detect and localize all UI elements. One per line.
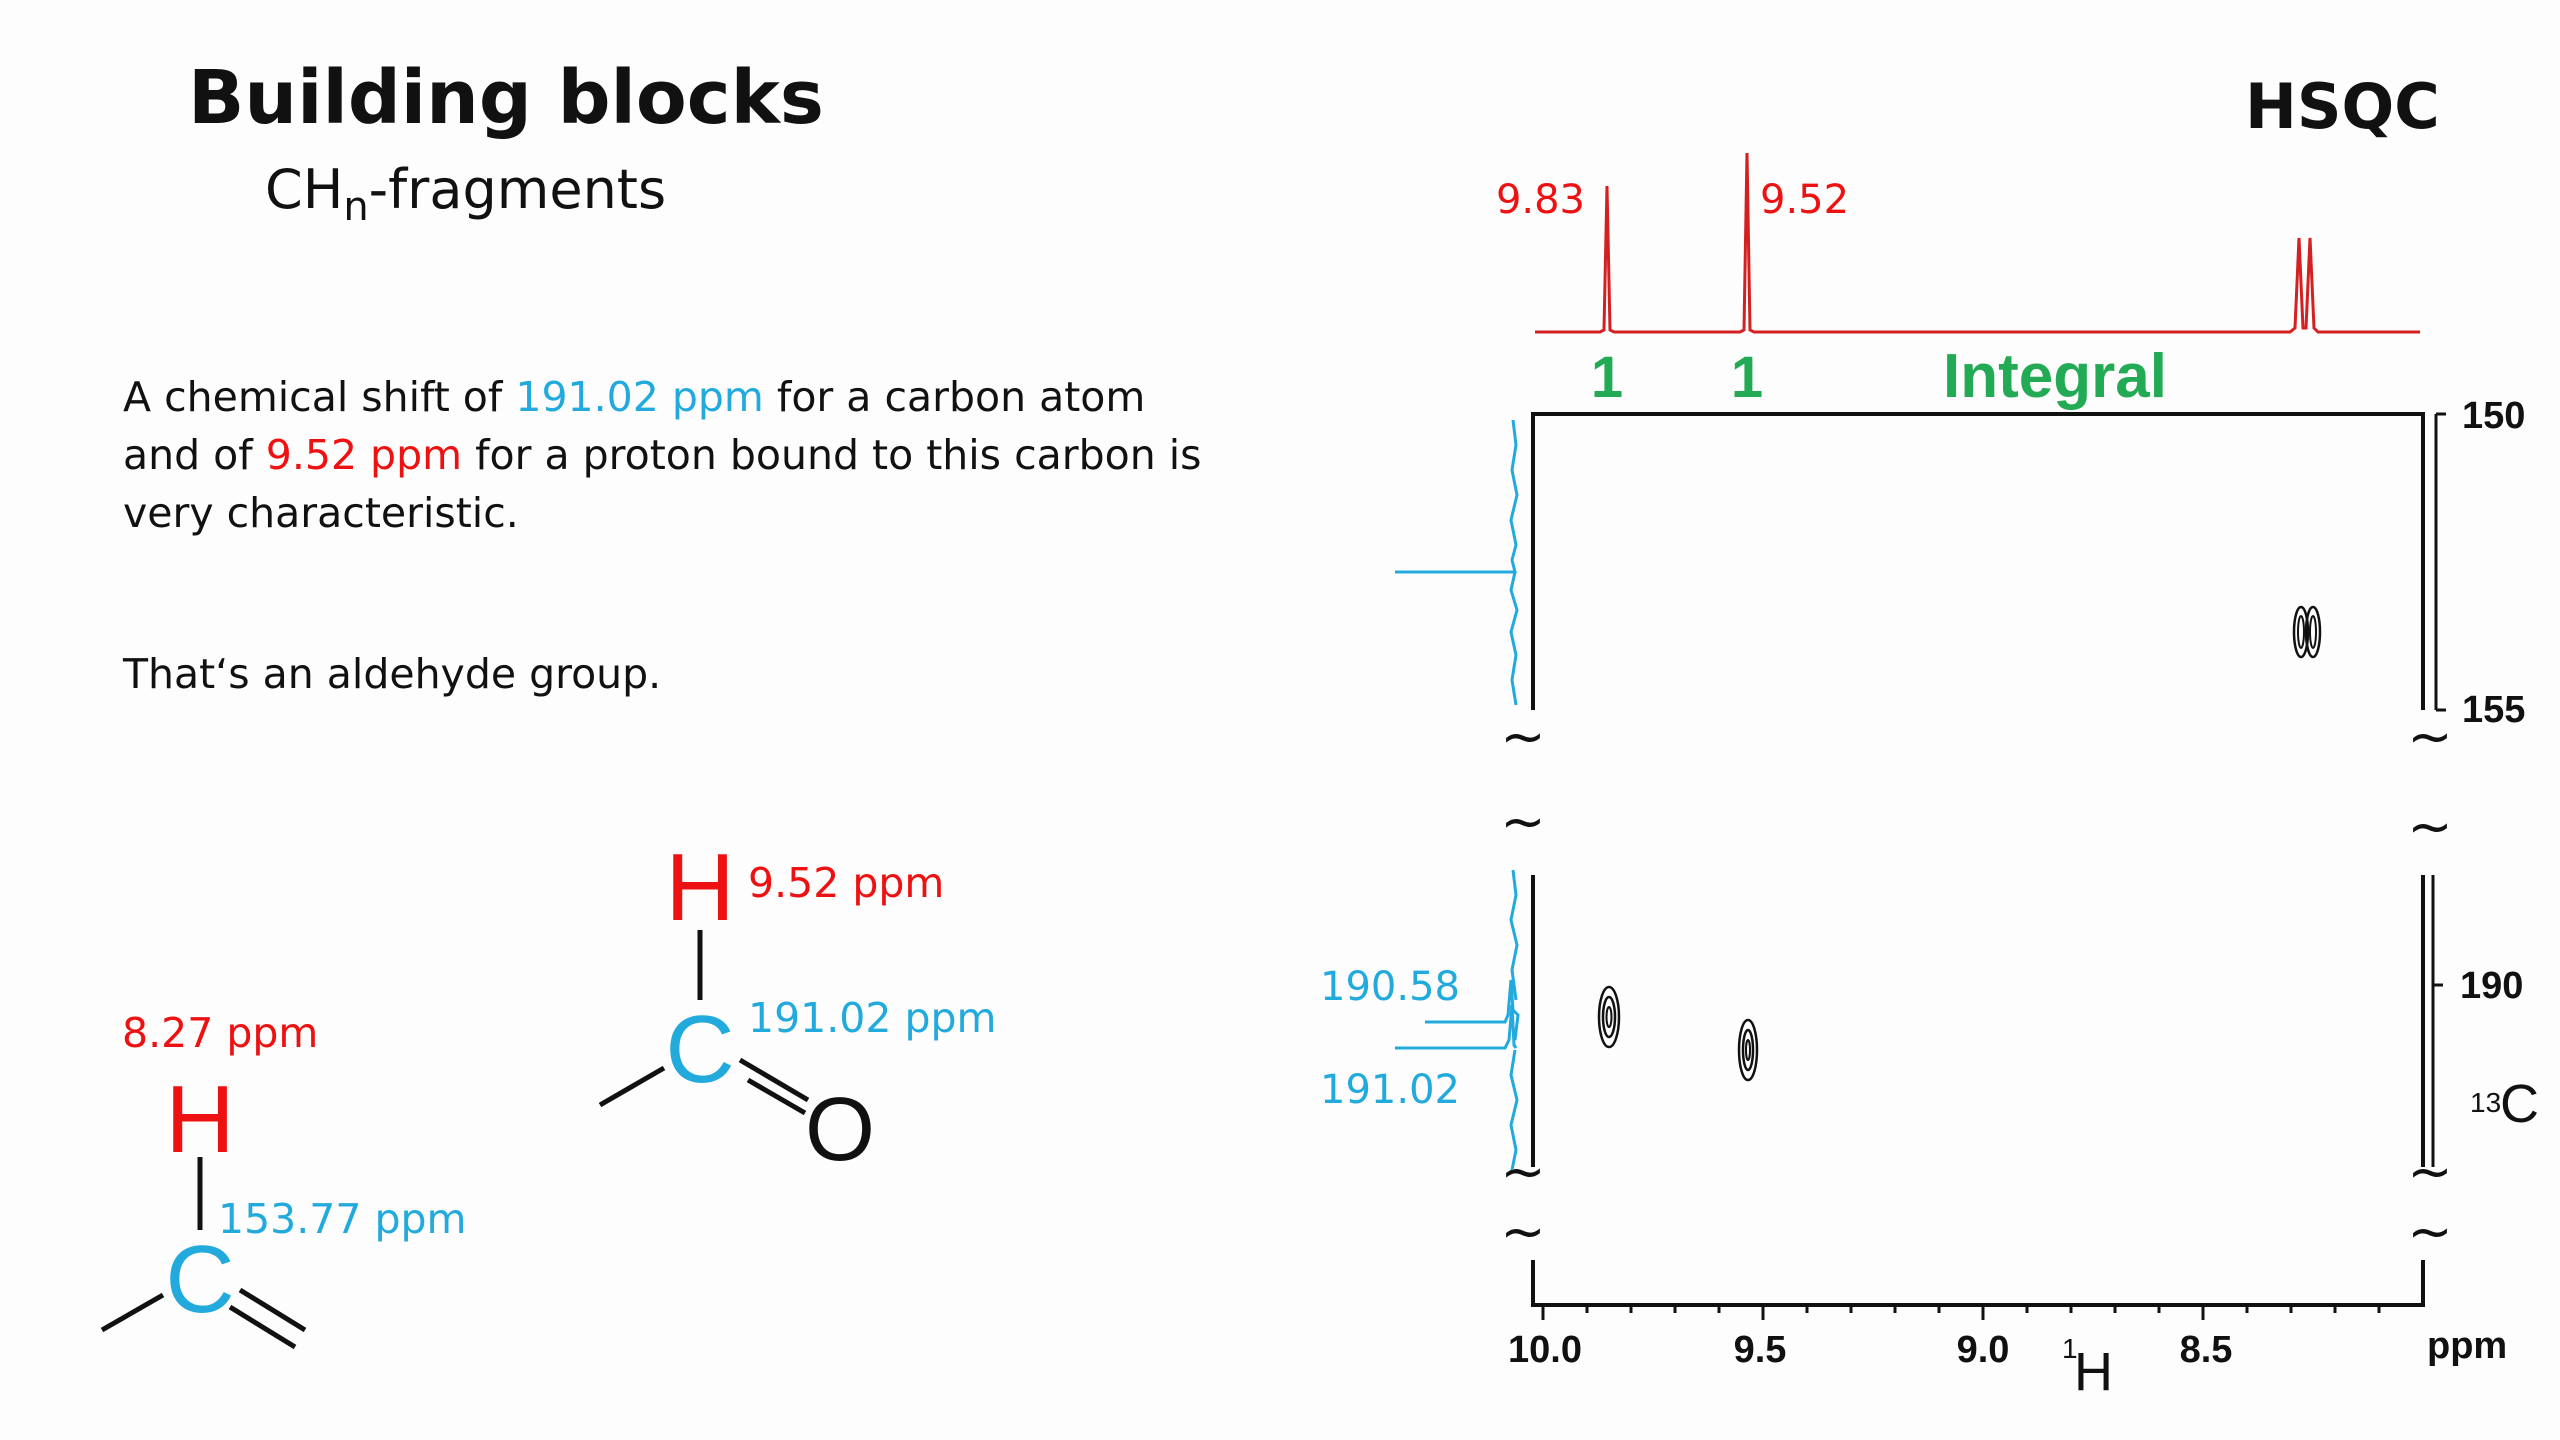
x-axis-ticks <box>1541 1305 2381 1320</box>
break-1: ~ <box>1500 705 1545 768</box>
x-tick-8-5: 8.5 <box>2180 1329 2233 1371</box>
x-axis: 10.0 9.5 9.0 8.5 ppm 1 H <box>1508 1260 2507 1402</box>
c13-label-191-02: 191.02 <box>1320 1067 1460 1113</box>
alkene-structure: H C 8.27 ppm 153.77 ppm <box>100 1009 466 1350</box>
x-axis-unit: ppm <box>2427 1325 2507 1367</box>
break-2: ~ <box>2407 705 2452 768</box>
x-tick-9-5: 9.5 <box>1734 1329 1787 1371</box>
paragraph-text-1: A chemical shift of <box>123 373 516 421</box>
contour-peak-9-83 <box>1597 985 1621 1049</box>
x-axis-sup: 1 <box>2062 1333 2078 1364</box>
integral-label: Integral <box>1943 342 2167 411</box>
paragraph-text-3: for a proton bound to this carbon is ver… <box>123 431 1202 537</box>
break-7: ~ <box>1500 1200 1545 1263</box>
conclusion-text: That‘s an aldehyde group. <box>123 650 662 698</box>
y-tick-190: 190 <box>2460 965 2523 1007</box>
alkene-c-shift-label: 153.77 ppm <box>218 1195 466 1243</box>
contour-peak-9-52 <box>1737 1018 1759 1082</box>
x-tick-9-0: 9.0 <box>1957 1329 2010 1371</box>
alkene-h-shift-label: 8.27 ppm <box>122 1009 318 1057</box>
contour-peak-153 <box>2292 605 2322 659</box>
paragraph-text-2: for a carbon atom and of <box>123 373 1146 479</box>
alkene-c-atom: C <box>165 1226 234 1333</box>
peak-label-9-52: 9.52 <box>1760 177 1849 223</box>
integral-value-1: 1 <box>1591 345 1623 410</box>
carbon-trace-upper <box>1395 419 1519 706</box>
peak-label-9-83: 9.83 <box>1496 177 1585 223</box>
break-3: ~ <box>1500 790 1545 853</box>
aldehyde-structure: H C O 9.52 ppm 191.02 ppm <box>598 834 996 1180</box>
lower-panel: 190 190.58 191.02 13 C <box>1320 869 2539 1171</box>
proton-1d-spectrum: 9.83 9.52 1 1 Integral <box>1496 152 2420 411</box>
c13-label-190-58: 190.58 <box>1320 964 1460 1010</box>
carbon-shift-highlight: 191.02 ppm <box>515 373 764 421</box>
aldehyde-o-atom: O <box>805 1080 875 1180</box>
subtitle-fragments: -fragments <box>368 158 667 221</box>
break-8: ~ <box>2407 1200 2452 1263</box>
break-4: ~ <box>2407 795 2452 858</box>
axis-break-symbols: ~ ~ ~ ~ ~ ~ ~ ~ <box>1500 705 2452 1263</box>
y-tick-150: 150 <box>2462 395 2525 437</box>
description-paragraph: A chemical shift of 191.02 ppm for a car… <box>123 368 1223 542</box>
upper-panel: 150 155 <box>1395 395 2525 731</box>
y-axis-sup: 13 <box>2470 1087 2501 1118</box>
proton-shift-highlight: 9.52 ppm <box>265 431 463 479</box>
aldehyde-c-shift-label: 191.02 ppm <box>748 994 996 1042</box>
slide-subtitle: CHn-fragments <box>265 158 666 230</box>
carbon-trace-lower <box>1395 869 1520 1171</box>
alkene-h-atom: H <box>165 1066 234 1173</box>
subtitle-ch: CH <box>265 158 344 221</box>
integral-value-2: 1 <box>1731 345 1763 410</box>
aldehyde-h-shift-label: 9.52 ppm <box>748 859 944 907</box>
break-5: ~ <box>1500 1140 1545 1203</box>
y-tick-155: 155 <box>2462 689 2525 731</box>
subtitle-n: n <box>343 183 369 230</box>
aldehyde-h-atom: H <box>665 834 734 941</box>
slide-title: Building blocks <box>188 55 824 141</box>
proton-trace <box>1535 152 2420 334</box>
spectrum-title: HSQC <box>2245 70 2440 143</box>
y-axis-label: C <box>2500 1074 2539 1134</box>
x-tick-10-0: 10.0 <box>1508 1329 1582 1371</box>
aldehyde-c-atom: C <box>665 996 734 1103</box>
break-6: ~ <box>2407 1140 2452 1203</box>
x-axis-label: H <box>2074 1342 2113 1402</box>
